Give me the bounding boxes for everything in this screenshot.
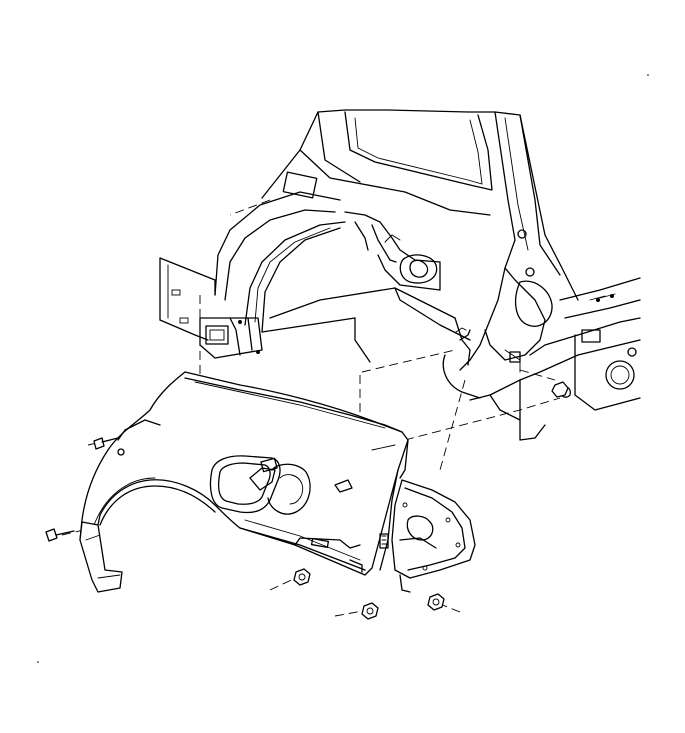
tail-lamp-pocket <box>379 533 389 549</box>
fastener-rear-body <box>551 381 569 398</box>
nut-lower-left <box>293 568 311 586</box>
nut-lower-right <box>427 593 445 611</box>
shock-tower-mount <box>344 211 441 291</box>
nut-lower-center <box>361 602 379 620</box>
rear-door-opening <box>344 111 493 191</box>
bolt-lower-front <box>45 528 75 542</box>
speck-mark <box>37 661 39 663</box>
rear-body-panel <box>391 479 476 593</box>
bolt-upper-front <box>93 437 119 450</box>
fuel-filler-door-opening <box>209 455 311 515</box>
retaining-bolts <box>45 437 119 542</box>
speck-mark <box>647 74 649 76</box>
retaining-nuts <box>293 381 569 620</box>
vehicle-body-structure <box>159 109 641 441</box>
